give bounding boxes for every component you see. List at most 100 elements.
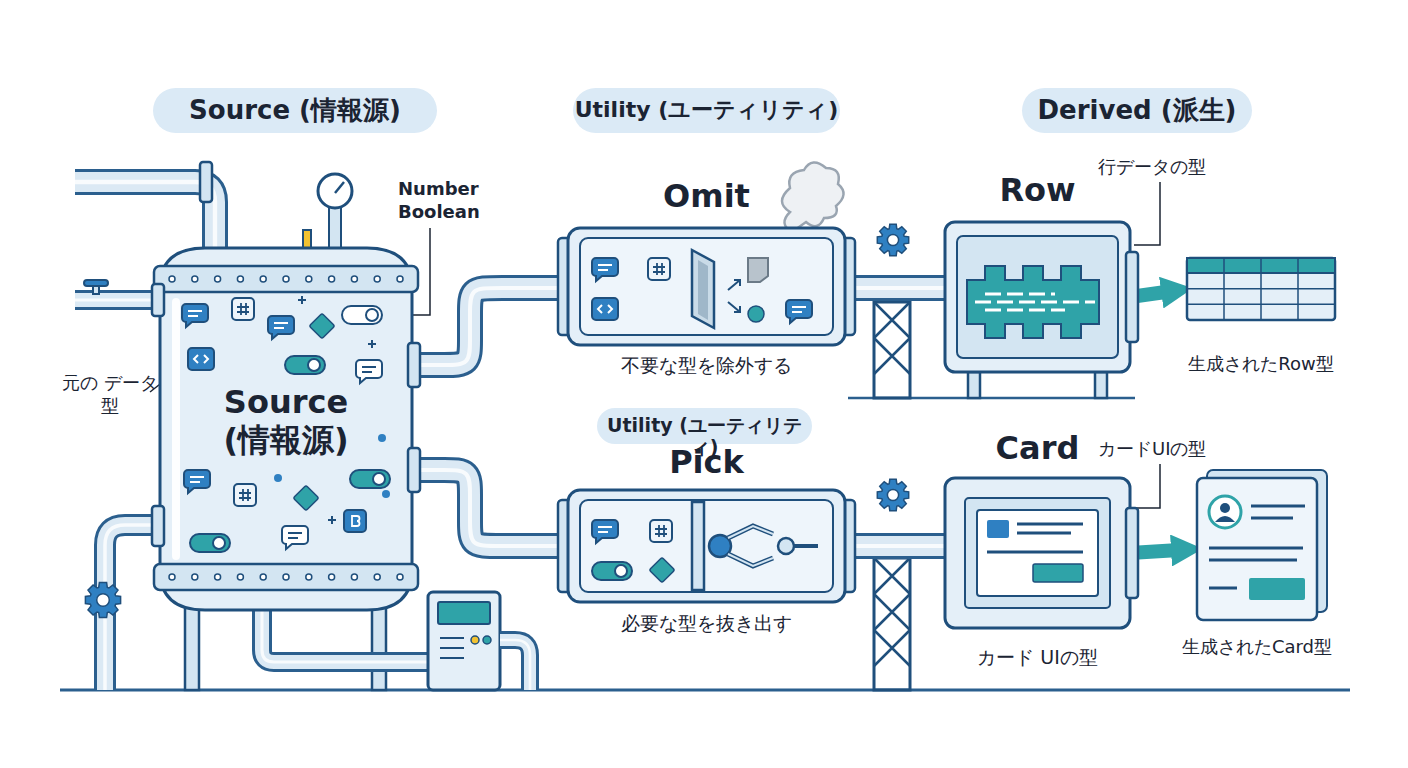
- toggle-icon: [350, 470, 390, 488]
- kept-item: [748, 306, 764, 322]
- side-flange: [152, 506, 164, 546]
- valve-handle: [84, 280, 108, 286]
- toggle-knob: [366, 309, 378, 321]
- rivet: [397, 276, 403, 282]
- rivet: [237, 574, 243, 580]
- block-glyph: [352, 516, 360, 526]
- column-header: Utility (ユーティリティ): [573, 88, 840, 133]
- plus-icon: [298, 296, 306, 304]
- pipe-highlight: [845, 544, 945, 548]
- machine-body: [945, 222, 1130, 372]
- claw-jaw-fill: [728, 526, 773, 566]
- chat-icon: [282, 526, 308, 549]
- chat-icon: [182, 304, 208, 327]
- gauge-stem: [329, 206, 341, 250]
- rivet: [306, 276, 312, 282]
- process-box: Source (情報源): [160, 248, 412, 610]
- pipe-highlight: [75, 182, 215, 252]
- tank-band: [154, 266, 418, 292]
- callout-label: 元の データ型: [62, 372, 158, 417]
- card-lines: [987, 524, 1083, 552]
- rivet: [169, 276, 175, 282]
- claw-pivot: [709, 535, 731, 557]
- pipe-connector: [845, 536, 945, 556]
- avatar-body: [1215, 516, 1235, 522]
- side-flange: [408, 343, 420, 387]
- node-shape: [1187, 258, 1335, 320]
- rivet: [306, 574, 312, 580]
- tank-shine: [172, 298, 180, 560]
- pressure-gauge: [318, 174, 352, 208]
- hash-glyph: [237, 303, 249, 315]
- diamond-icon: [293, 485, 318, 510]
- mold-shape: [967, 266, 1099, 338]
- node-shape: [568, 228, 845, 345]
- node-caption: 不要な型を除外する: [548, 354, 865, 376]
- leader-line: [1134, 182, 1160, 245]
- control-lines: [440, 638, 464, 658]
- machine-cap: [1126, 252, 1138, 342]
- toggle-knob: [308, 359, 320, 371]
- card-text-lines: [1209, 506, 1305, 588]
- tank-leg: [372, 600, 386, 690]
- machine-plate: [957, 236, 1118, 358]
- hash-glyph: [653, 263, 665, 275]
- node-shape: [945, 478, 1130, 628]
- plus-icon: [368, 340, 376, 348]
- header-text: Derived (派生): [1022, 95, 1252, 126]
- code-glyph: [598, 305, 612, 313]
- pipe-outline: [262, 605, 430, 662]
- pipe-connector: [412, 288, 568, 365]
- diamond-icon: [649, 557, 674, 582]
- node-title: 生成されたCard型: [1147, 636, 1367, 657]
- pipe-outline: [500, 640, 530, 690]
- pipe-outline: [845, 533, 945, 559]
- process-box: Pick必要な型を抜き出す: [568, 490, 845, 602]
- card-button: [1249, 578, 1305, 600]
- pipe-highlight: [500, 640, 530, 690]
- process-box: 生成されたCard型: [1197, 478, 1317, 620]
- rivet: [215, 276, 221, 282]
- node-title: Pick: [548, 444, 865, 482]
- chat-lines: [598, 527, 612, 532]
- scatter-arrows: [728, 280, 740, 312]
- side-flange: [152, 284, 164, 316]
- filter-pane-shade: [698, 260, 708, 320]
- pipe-highlight: [262, 605, 430, 662]
- toggle-icon: [285, 356, 325, 374]
- rivet: [397, 574, 403, 580]
- machine-cap: [1126, 508, 1138, 598]
- process-box: Row: [945, 222, 1130, 372]
- chat-icon: [184, 470, 210, 493]
- column-header: Source (情報源): [153, 88, 437, 133]
- chat-icon: [268, 316, 294, 339]
- toggle-icon: [342, 306, 382, 324]
- avatar-block: [987, 520, 1009, 538]
- rivet: [374, 276, 380, 282]
- gear-hub: [97, 594, 110, 607]
- header-text: Utility (ユーティリティ): [573, 97, 840, 123]
- utility-window: [580, 500, 833, 592]
- code-glyph: [194, 355, 208, 363]
- control-button: [483, 636, 491, 644]
- pipe-outline: [75, 290, 162, 310]
- rivet: [192, 574, 198, 580]
- rivet: [237, 276, 243, 282]
- steam-cloud: [782, 162, 844, 232]
- callout-label: Number Boolean: [398, 178, 493, 223]
- toggle-knob: [213, 537, 225, 549]
- connector-group: [845, 288, 945, 289]
- chat-lines: [792, 307, 806, 312]
- machine-leg: [1095, 372, 1107, 398]
- gauge-needle: [335, 182, 344, 193]
- column-header: Utility (ユーティリティ): [597, 408, 812, 444]
- machine-screen: [965, 498, 1110, 608]
- node-title: Omit: [548, 178, 865, 216]
- tank-leg: [185, 600, 199, 690]
- rivet: [351, 276, 357, 282]
- process-box: 生成されたRow型: [1187, 258, 1335, 320]
- rivet: [329, 574, 335, 580]
- process-box: Cardカード UIの型: [945, 478, 1130, 628]
